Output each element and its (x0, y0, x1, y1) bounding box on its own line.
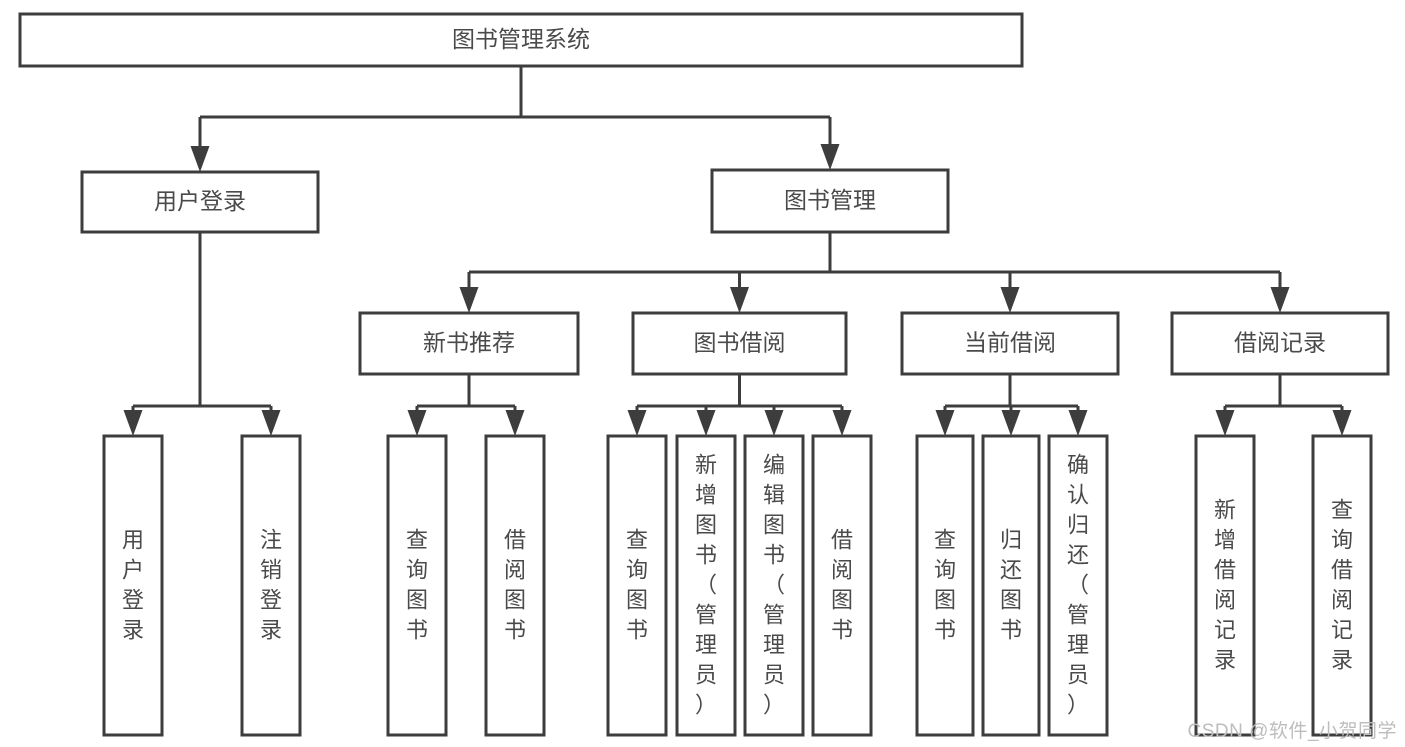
node-label: 查询图书 (626, 528, 648, 643)
node-user-login[interactable]: 用户登录 (80, 170, 320, 234)
node-leaf-br-add[interactable]: 新增借阅记录 (1194, 434, 1256, 737)
node-book-borrow[interactable]: 图书借阅 (631, 311, 848, 376)
arrow-head-icon (1215, 410, 1235, 436)
node-borrow-record[interactable]: 借阅记录 (1170, 311, 1390, 376)
edge-group-borrow-record (1215, 374, 1352, 436)
node-book-manage[interactable]: 图书管理 (710, 168, 950, 234)
arrow-head-icon (764, 410, 784, 436)
arrow-head-icon (505, 410, 525, 436)
arrow-head-icon (935, 410, 955, 436)
edge-group-new-book-rec (407, 374, 525, 436)
node-label: 查询图书 (406, 528, 428, 643)
arrow-head-icon (696, 410, 716, 436)
node-label: 图书借阅 (694, 330, 786, 356)
node-label: 用户登录 (122, 528, 144, 643)
node-leaf-nb-borrow[interactable]: 借阅图书 (484, 434, 546, 737)
node-label: 新增图书（管理员） (695, 453, 717, 718)
node-box[interactable] (900, 311, 1120, 376)
node-leaf-nb-query[interactable]: 查询图书 (386, 434, 448, 737)
node-leaf-user-login[interactable]: 用户登录 (102, 434, 164, 737)
node-box[interactable] (358, 311, 580, 376)
node-box[interactable] (1194, 434, 1256, 737)
edges-layer (123, 66, 1352, 436)
arrow-head-icon (261, 410, 281, 436)
node-leaf-br-query[interactable]: 查询借阅记录 (1311, 434, 1373, 737)
arrow-head-icon (407, 410, 427, 436)
node-label: 借阅图书 (504, 528, 526, 643)
watermark-text: CSDN @软件_小贺同学 (1187, 721, 1397, 742)
node-label: 借阅图书 (831, 528, 853, 643)
node-box[interactable] (811, 434, 873, 737)
node-box[interactable] (631, 311, 848, 376)
edge-group-current-borrow (935, 374, 1088, 436)
node-box[interactable] (18, 12, 1024, 68)
node-box[interactable] (386, 434, 448, 737)
arrow-head-icon (123, 410, 143, 436)
node-label: 图书管理系统 (452, 26, 590, 52)
node-label: 查询借阅记录 (1331, 498, 1353, 673)
node-leaf-cb-return[interactable]: 归还图书 (981, 434, 1041, 737)
node-label: 确认归还（管理员） (1067, 453, 1089, 718)
edge-group-book-borrow (627, 374, 852, 436)
node-label: 新增借阅记录 (1214, 498, 1236, 673)
node-label: 图书管理 (784, 187, 876, 213)
node-box[interactable] (915, 434, 975, 737)
node-current-borrow[interactable]: 当前借阅 (900, 311, 1120, 376)
node-leaf-bb-query[interactable]: 查询图书 (606, 434, 668, 737)
arrow-head-icon (627, 410, 647, 436)
node-leaf-cb-query[interactable]: 查询图书 (915, 434, 975, 737)
arrow-head-icon (730, 287, 749, 313)
node-box[interactable] (80, 170, 320, 234)
node-label: 新书推荐 (423, 330, 515, 356)
arrow-head-icon (1000, 287, 1020, 313)
node-label: 归还图书 (1000, 528, 1022, 643)
node-label: 查询图书 (934, 528, 956, 643)
edge-group-root (190, 66, 840, 172)
node-leaf-bb-borrow[interactable]: 借阅图书 (811, 434, 873, 737)
edge-group-book-manage (459, 232, 1290, 313)
node-leaf-bb-add[interactable]: 新增图书（管理员） (675, 434, 737, 737)
node-leaf-cb-confirm[interactable]: 确认归还（管理员） (1047, 434, 1109, 737)
arrow-head-icon (1270, 287, 1290, 313)
node-box[interactable] (606, 434, 668, 737)
node-label: 用户登录 (154, 188, 246, 214)
node-box[interactable] (240, 434, 302, 737)
node-box[interactable] (981, 434, 1041, 737)
node-label: 当前借阅 (964, 330, 1056, 356)
node-box[interactable] (102, 434, 164, 737)
node-new-book-rec[interactable]: 新书推荐 (358, 311, 580, 376)
arrow-head-icon (832, 410, 852, 436)
node-label: 注销登录 (260, 528, 282, 643)
edge-group-user-login (123, 232, 281, 436)
node-label: 编辑图书（管理员） (763, 453, 785, 718)
node-box[interactable] (1170, 311, 1390, 376)
node-box[interactable] (1047, 434, 1109, 737)
node-box[interactable] (675, 434, 737, 737)
arrow-head-icon (1068, 410, 1088, 436)
node-leaf-user-logout[interactable]: 注销登录 (240, 434, 302, 737)
node-box[interactable] (743, 434, 805, 737)
node-box[interactable] (1311, 434, 1373, 737)
arrow-head-icon (190, 146, 210, 172)
node-leaf-bb-edit[interactable]: 编辑图书（管理员） (743, 434, 805, 737)
arrow-head-icon (459, 287, 479, 313)
node-root[interactable]: 图书管理系统 (18, 12, 1024, 68)
arrow-head-icon (1001, 410, 1021, 436)
node-box[interactable] (484, 434, 546, 737)
arrow-head-icon (1332, 410, 1352, 436)
node-box[interactable] (710, 168, 950, 234)
node-label: 借阅记录 (1234, 330, 1326, 356)
arrow-head-icon (820, 144, 840, 170)
nodes-layer: 图书管理系统用户登录图书管理新书推荐图书借阅当前借阅借阅记录用户登录注销登录查询… (18, 12, 1390, 737)
